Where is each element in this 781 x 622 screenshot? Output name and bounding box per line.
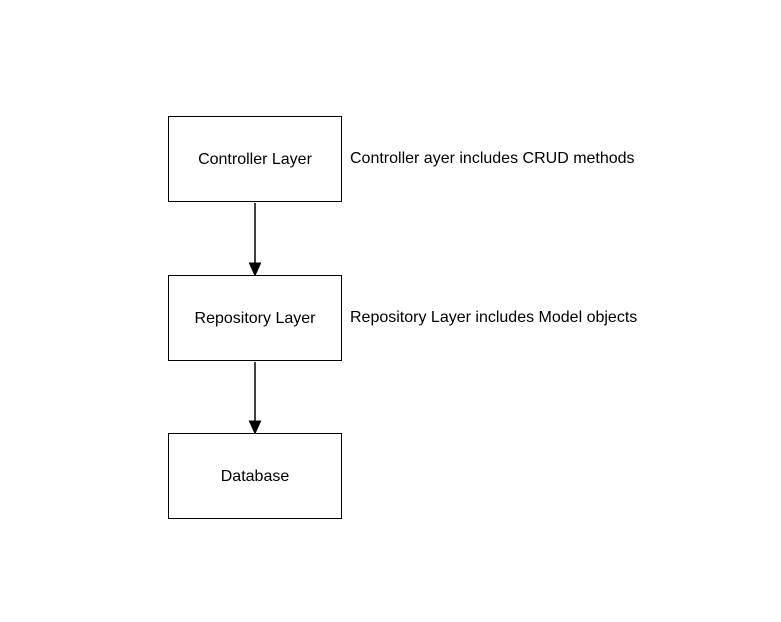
node-repository-layer: Repository Layer <box>168 275 342 361</box>
arrow-controller-to-repository <box>248 203 262 277</box>
node-database-label: Database <box>220 467 290 485</box>
annotation-repository-layer-text: Repository Layer includes Model objects <box>350 309 638 326</box>
annotation-controller-layer: Controller ayer includes CRUD methods <box>350 116 635 202</box>
annotation-controller-layer-text: Controller ayer includes CRUD methods <box>350 150 635 167</box>
annotation-repository-layer: Repository Layer includes Model objects <box>350 275 637 361</box>
arrow-repository-to-database <box>248 362 262 435</box>
node-database: Database <box>168 433 342 519</box>
node-repository-layer-label: Repository Layer <box>194 309 316 327</box>
node-controller-layer-label: Controller Layer <box>198 150 312 168</box>
node-controller-layer: Controller Layer <box>168 116 342 202</box>
